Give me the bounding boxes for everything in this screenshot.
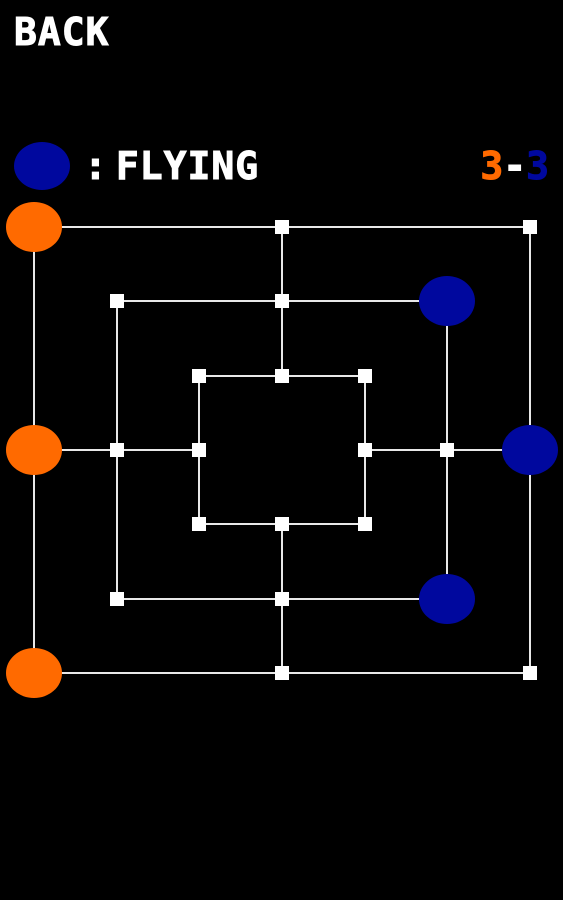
board-point-ring0-bottom-mid[interactable] <box>275 666 289 680</box>
orange-piece[interactable] <box>6 648 62 698</box>
board-ring-2 <box>198 375 366 525</box>
score-orange: 3 <box>480 144 504 189</box>
board-point-ring2-top-right[interactable] <box>358 369 372 383</box>
orange-piece[interactable] <box>6 425 62 475</box>
blue-piece[interactable] <box>419 574 475 624</box>
board-point-ring1-top-mid[interactable] <box>275 294 289 308</box>
board-point-ring1-top-left[interactable] <box>110 294 124 308</box>
back-button[interactable]: BACK <box>14 10 110 55</box>
orange-piece[interactable] <box>6 202 62 252</box>
board-point-ring2-bottom-left[interactable] <box>192 517 206 531</box>
board-point-ring1-bottom-mid[interactable] <box>275 592 289 606</box>
board-point-ring1-mid-right[interactable] <box>440 443 454 457</box>
board-point-ring1-mid-left[interactable] <box>110 443 124 457</box>
blue-piece[interactable] <box>419 276 475 326</box>
score-display: 3-3 <box>480 141 550 191</box>
score-blue: 3 <box>526 144 550 189</box>
board-point-ring0-top-mid[interactable] <box>275 220 289 234</box>
current-player-piece <box>14 142 70 190</box>
board-point-ring2-mid-right[interactable] <box>358 443 372 457</box>
turn-separator: : <box>84 144 108 189</box>
board-point-ring1-bottom-left[interactable] <box>110 592 124 606</box>
board-point-ring2-bottom-right[interactable] <box>358 517 372 531</box>
board-point-ring2-top-mid[interactable] <box>275 369 289 383</box>
board-point-ring0-bottom-right[interactable] <box>523 666 537 680</box>
game-phase-label: FLYING <box>115 144 260 189</box>
turn-indicator: : FLYING <box>14 141 259 191</box>
board-point-ring2-top-left[interactable] <box>192 369 206 383</box>
board-pieces <box>6 202 558 698</box>
board-point-ring2-mid-left[interactable] <box>192 443 206 457</box>
board-point-ring2-bottom-mid[interactable] <box>275 517 289 531</box>
board-point-ring0-top-right[interactable] <box>523 220 537 234</box>
score-separator: - <box>503 144 527 189</box>
blue-piece[interactable] <box>502 425 558 475</box>
